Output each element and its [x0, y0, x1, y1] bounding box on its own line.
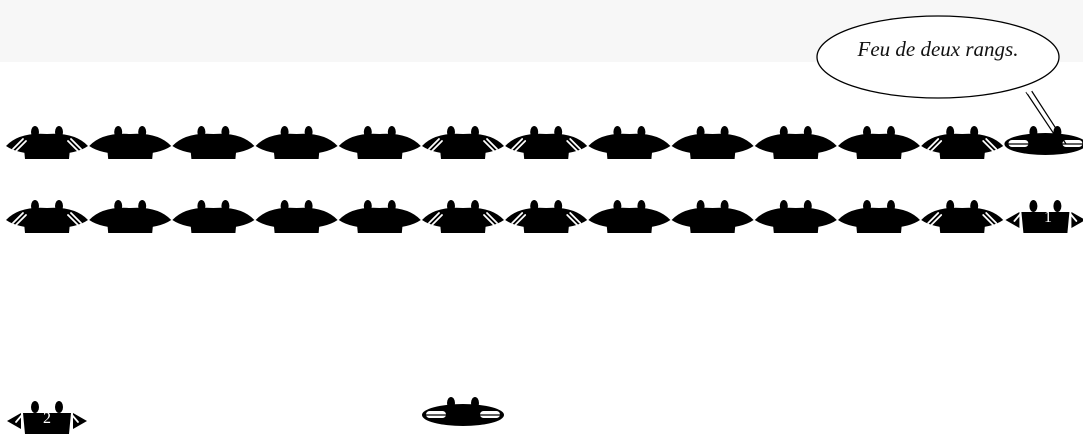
rear-rank-soldier — [89, 200, 171, 233]
rear-rank-soldier — [422, 200, 504, 233]
front-rank-soldier — [755, 126, 837, 159]
front-rank-row — [6, 126, 1083, 159]
rear-rank-soldier — [256, 200, 338, 233]
rear-rank-soldier — [838, 200, 920, 233]
front-rank-soldier — [89, 126, 171, 159]
figure-firing-detached — [422, 397, 504, 426]
front-rank-soldier — [672, 126, 754, 159]
figure-2-number-label: 2 — [37, 410, 57, 428]
rear-rank-row — [6, 200, 1083, 233]
rear-rank-soldier — [672, 200, 754, 233]
rear-rank-soldier — [172, 200, 254, 233]
front-rank-soldier — [256, 126, 338, 159]
front-rank-soldier — [838, 126, 920, 159]
rear-rank-soldier — [755, 200, 837, 233]
front-rank-soldier — [588, 126, 670, 159]
speech-callout — [817, 16, 1066, 146]
front-rank-soldier — [6, 126, 88, 159]
extra-figures — [7, 397, 504, 434]
callout-pointer — [1027, 89, 1032, 93]
callout-text: Feu de deux rangs. — [817, 37, 1059, 62]
front-rank-soldier — [505, 126, 587, 159]
front-rank-soldier — [1004, 126, 1083, 155]
rear-rank-soldier — [921, 200, 1003, 233]
front-rank-soldier — [422, 126, 504, 159]
rear-rank-soldier — [505, 200, 587, 233]
rear-rank-soldier — [588, 200, 670, 233]
front-rank-soldier — [921, 126, 1003, 159]
rear-rank-soldier — [339, 200, 421, 233]
front-rank-soldier — [172, 126, 254, 159]
rear-rank-number-label: 1 — [1038, 209, 1058, 227]
rear-rank-soldier — [6, 200, 88, 233]
front-rank-soldier — [339, 126, 421, 159]
